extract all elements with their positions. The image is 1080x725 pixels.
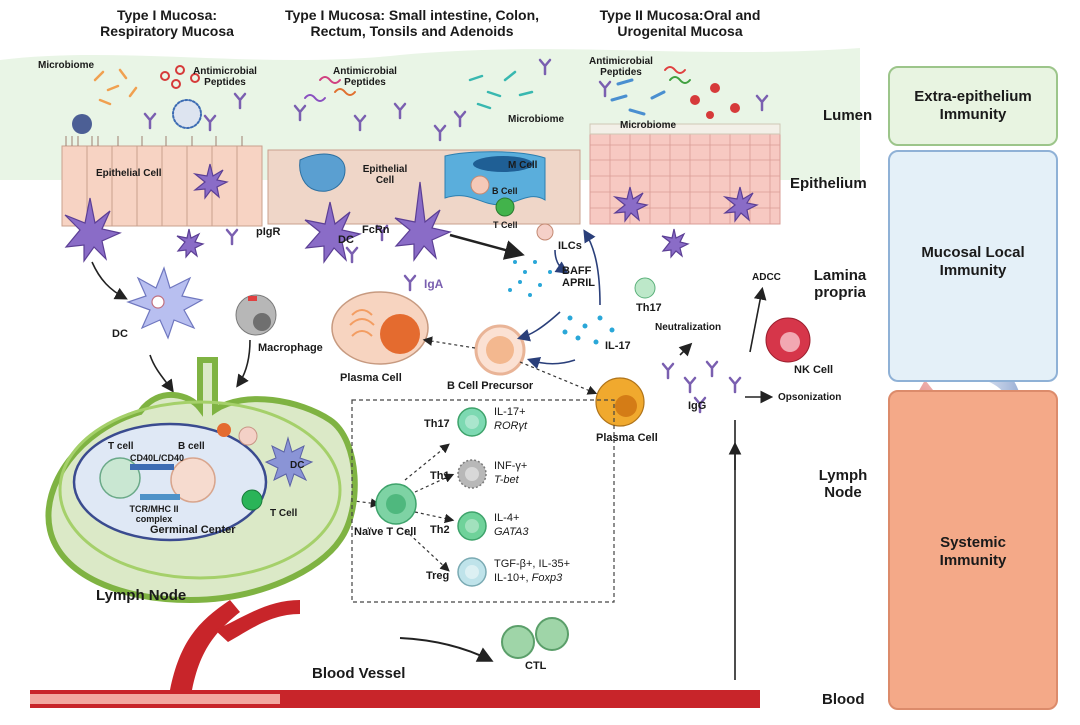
label-dc-ln: DC	[290, 460, 305, 471]
ilc-cell	[536, 223, 554, 241]
t-subset-markers: IL-4+	[494, 512, 520, 524]
label-iga: IgA	[424, 277, 444, 291]
t-subset-cell	[457, 459, 487, 489]
t-subset-markers: INF-γ+	[494, 460, 528, 472]
label-naive-t-cell: Naïve T Cell	[354, 526, 417, 538]
t-subset-name: Th2	[430, 524, 450, 536]
label-plasma-cell-right: Plasma Cell	[596, 432, 658, 444]
dendritic-cells-epithelium	[64, 163, 759, 264]
blood-vessel-shape	[30, 600, 760, 708]
label-dc-mid: DC	[338, 234, 354, 246]
layer-epithelium: Epithelium	[790, 175, 867, 192]
label-lymph-node: Lymph Node	[96, 587, 187, 604]
label-t-cell-ln: T Cell	[270, 508, 298, 519]
cytokine-dots	[508, 260, 615, 345]
th17-cell-top	[634, 277, 656, 299]
t-subset-markers: IL-17+	[494, 406, 526, 418]
macrophage-cell	[235, 294, 277, 336]
label-ctl: CTL	[525, 660, 547, 672]
epithelium-right	[589, 123, 781, 225]
label-microbiome-mid: Microbiome	[508, 114, 565, 125]
antibodies-lamina	[225, 224, 742, 414]
t-subset-tf: T-bet	[494, 474, 519, 486]
t-subset-tf: GATA3	[494, 526, 529, 538]
t-subset-name: Th17	[424, 418, 450, 430]
flow-arrows	[91, 233, 774, 680]
t-subset-cell	[457, 511, 487, 541]
label-th17-top: Th17	[636, 302, 662, 314]
b-cell-precursor	[474, 324, 526, 376]
t-subset-cell	[457, 557, 487, 587]
label-plasma-cell-top: Plasma Cell	[340, 372, 402, 384]
label-pigr: pIgR	[256, 226, 281, 238]
label-il17: IL-17	[605, 340, 631, 352]
ctl-cells	[501, 617, 569, 659]
label-nk-cell: NK Cell	[794, 364, 834, 376]
label-microbiome-right: Microbiome	[620, 120, 677, 131]
t-differentiation-box	[351, 399, 615, 603]
label-b-cell-small: B Cell	[492, 186, 518, 196]
epithelium-middle	[267, 149, 581, 225]
label-b-cell-gc: B cell	[178, 441, 205, 452]
layer-lumen: Lumen	[823, 107, 873, 124]
t-subset-name: Th1	[430, 470, 450, 482]
layer-blood: Blood	[822, 691, 865, 708]
blue-arrows	[516, 229, 601, 370]
plasma-cell-top	[331, 291, 429, 365]
dendritic-sampling-cell	[299, 153, 346, 192]
label-m-cell: M Cell	[508, 160, 538, 171]
label-t-cell-gc: T cell	[108, 441, 134, 452]
label-epithelial-cell-left: Epithelial Cell	[96, 168, 162, 179]
t-subset-markers: TGF-β+, IL-35+	[494, 558, 571, 570]
plasma-cell-right	[595, 377, 645, 427]
label-blood-vessel: Blood Vessel	[312, 665, 406, 682]
label-neutralization: Neutralization	[655, 322, 722, 333]
label-adcc: ADCC	[752, 272, 781, 283]
label-ilcs: ILCs	[558, 240, 582, 252]
lymph-node-shape	[45, 357, 358, 604]
label-dc-left: DC	[112, 328, 128, 340]
nk-cell-shape	[765, 317, 811, 363]
header-type1-gut: Type I Mucosa: Small intestine, Colon,Re…	[284, 7, 540, 39]
epithelium-left	[61, 136, 263, 227]
antibodies-lumen	[143, 58, 769, 142]
t-subset-name: Treg	[426, 570, 450, 582]
label-fcrn: FcRn	[362, 224, 390, 236]
label-t-cell-small: T Cell	[493, 220, 518, 230]
label-opsonization: Opsonization	[778, 392, 842, 403]
t-subset-tf: RORγt	[494, 420, 527, 432]
t-subset-markers-2: IL-10+, Foxp3	[494, 572, 563, 584]
microbes	[72, 65, 740, 134]
label-cd40: CD40L/CD40	[130, 453, 185, 463]
label-microbiome-left: Microbiome	[38, 60, 95, 71]
label-igg: IgG	[688, 400, 707, 412]
header-type1-respiratory: Type I Mucosa:Respiratory Mucosa	[100, 7, 234, 39]
label-macrophage: Macrophage	[258, 342, 323, 354]
t-subset-cell	[457, 407, 487, 437]
label-germinal-center: Germinal Center	[150, 524, 236, 536]
dc-left-cell	[126, 266, 204, 340]
label-b-cell-precursor: B Cell Precursor	[447, 380, 534, 392]
